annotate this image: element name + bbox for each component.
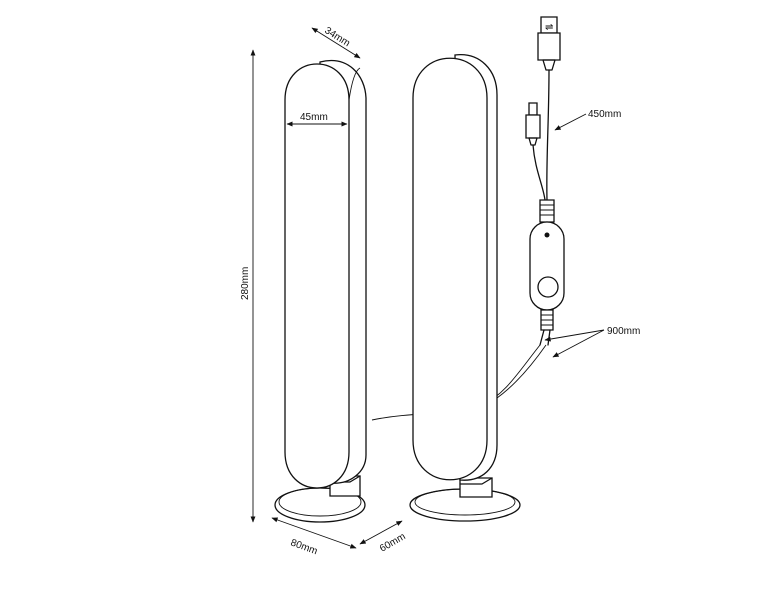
left-bar-front: [284, 63, 350, 489]
controller-led: [544, 232, 550, 238]
usb-cable: [546, 69, 550, 201]
height-label: 280mm: [240, 267, 251, 300]
small-plug: [528, 102, 538, 116]
usb-cable-leader: [554, 113, 587, 131]
usb-cable-length-label: 450mm: [588, 109, 621, 120]
depth-dimension-arrow: [311, 27, 361, 59]
right-bar-front: [412, 57, 488, 481]
base-depth-label: 60mm: [378, 531, 408, 554]
cable-assembly: ⇌: [525, 16, 565, 346]
left-light-bar: [274, 59, 367, 523]
right-light-bar: [371, 54, 547, 522]
split-cable-leader-1: [552, 329, 605, 358]
split-cable-leader-2: [544, 329, 605, 342]
cable-to-right-bar: [496, 344, 547, 399]
base-width-dimension-arrow: [271, 517, 357, 549]
controller-button[interactable]: [537, 276, 559, 298]
split-cable-length-label: 900mm: [607, 326, 640, 337]
base-width-label: 80mm: [289, 537, 319, 557]
usb-symbol: ⇌: [545, 22, 553, 33]
base-depth-dimension-arrow: [359, 520, 403, 545]
width-label: 45mm: [300, 112, 328, 123]
depth-label: 34mm: [322, 25, 351, 49]
